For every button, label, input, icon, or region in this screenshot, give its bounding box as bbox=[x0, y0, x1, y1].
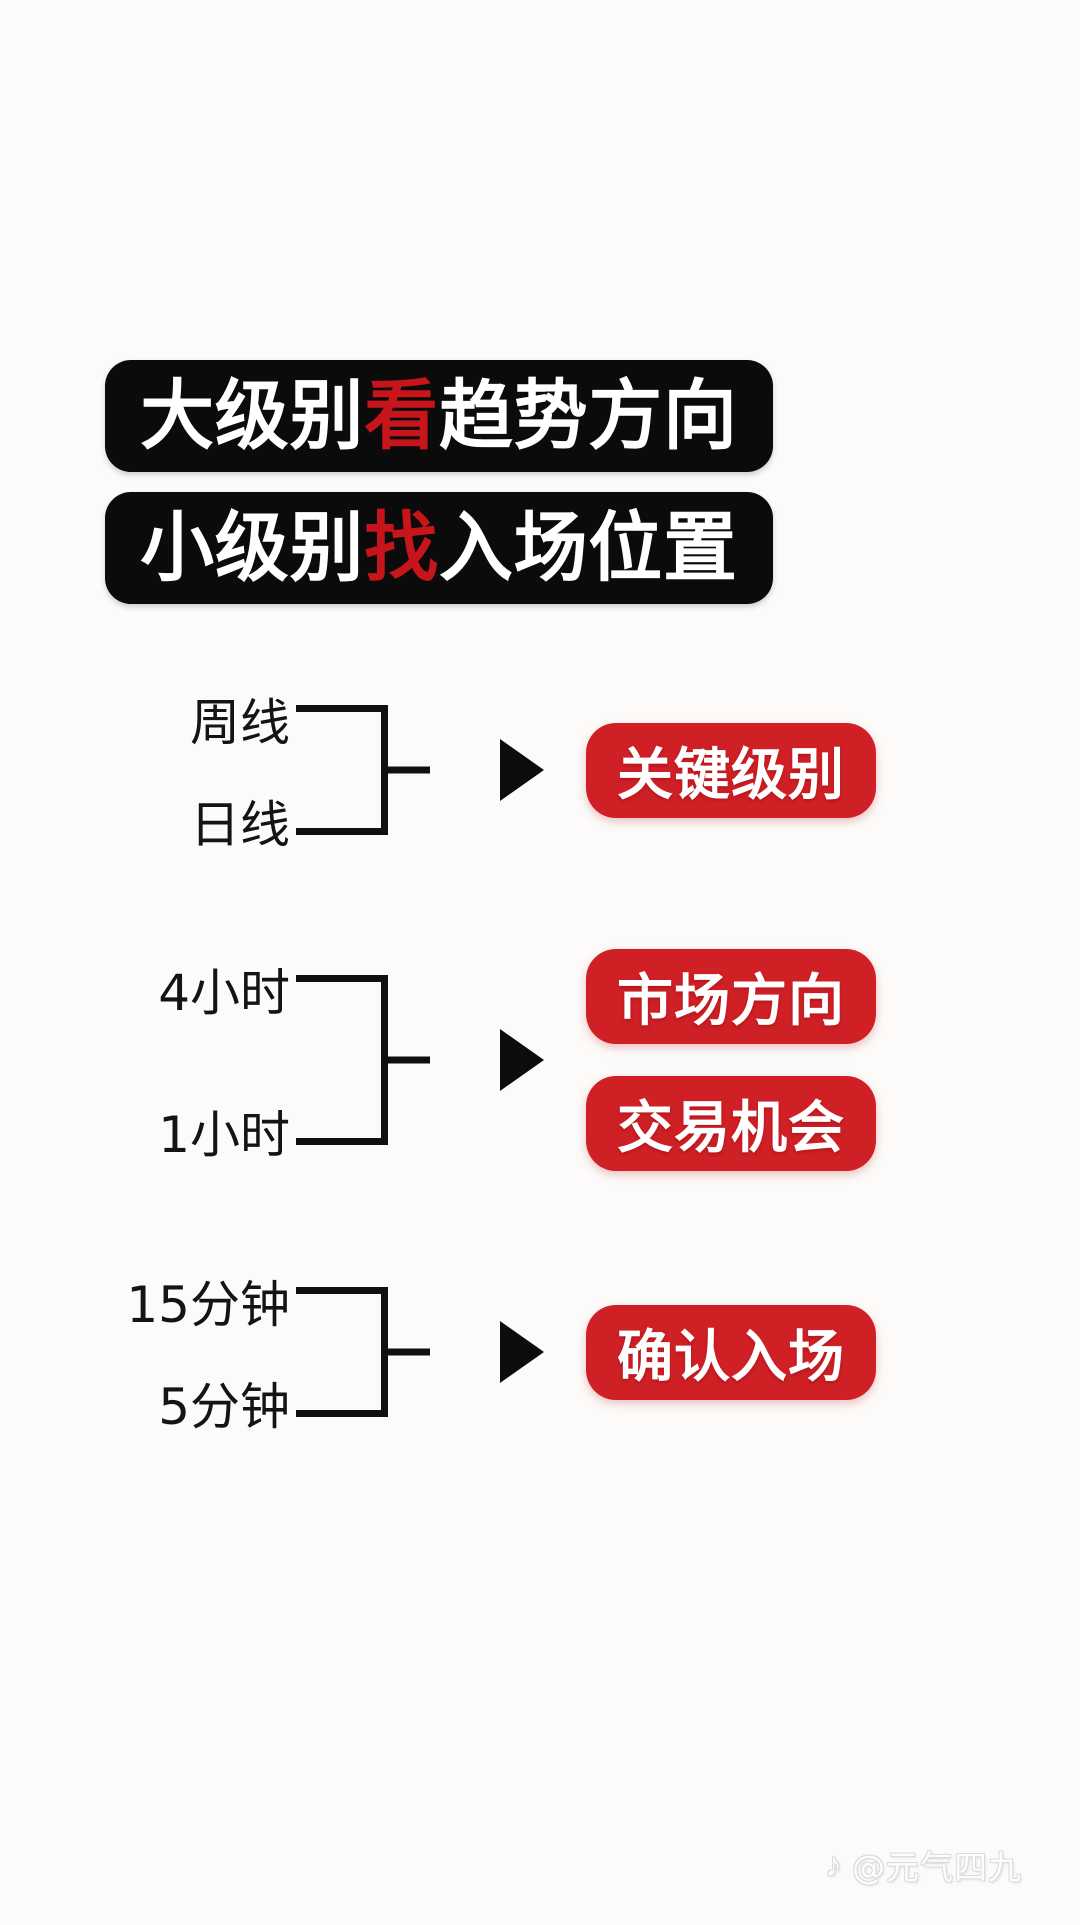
headline-banner-1-part2: 趋势方向 bbox=[439, 371, 738, 460]
outcome-pill-label: 市场方向 bbox=[617, 969, 845, 1034]
headline-banners: 大级别看趋势方向 小级别找入场位置 bbox=[0, 360, 1080, 624]
bracket-stem bbox=[388, 1348, 430, 1356]
headline-banner-2-part2: 入场位置 bbox=[439, 503, 738, 592]
headline-banner-1-highlight: 看 bbox=[364, 371, 439, 460]
headline-banner-1-part1: 大级别 bbox=[140, 371, 365, 460]
outcome-pill-label: 确认入场 bbox=[617, 1324, 845, 1390]
diagram-group-3-timeframes: 15分钟 5分钟 bbox=[0, 1257, 290, 1447]
bracket-connector bbox=[296, 1287, 388, 1417]
diagram-group-2-outcomes: 市场方向 交易机会 bbox=[586, 945, 876, 1175]
outcome-pill: 关键级别 bbox=[586, 722, 876, 818]
outcome-pill-label: 交易机会 bbox=[617, 1096, 845, 1161]
watermark: ♪ @元气四九 bbox=[825, 1841, 1022, 1889]
timeframe-label: 1小时 bbox=[158, 1106, 290, 1164]
triangle-right-icon bbox=[500, 1029, 544, 1091]
music-note-icon: ♪ bbox=[825, 1846, 842, 1884]
bracket-connector bbox=[296, 705, 388, 835]
diagram-group-3: 15分钟 5分钟 确认入场 bbox=[0, 1257, 1080, 1447]
headline-banner-2-part1: 小级别 bbox=[140, 503, 365, 592]
diagram-group-2: 4小时 1小时 市场方向 交易机会 bbox=[0, 945, 1080, 1175]
outcome-pill: 市场方向 bbox=[586, 949, 876, 1044]
timeframe-label: 日线 bbox=[190, 796, 290, 854]
outcome-pill: 确认入场 bbox=[586, 1304, 876, 1400]
headline-banner-2-highlight: 找 bbox=[364, 503, 439, 592]
bracket-connector bbox=[296, 975, 388, 1145]
bracket-stem bbox=[388, 766, 430, 774]
outcome-pill-label: 关键级别 bbox=[617, 742, 845, 808]
triangle-right-icon bbox=[500, 739, 544, 801]
timeframe-label: 周线 bbox=[190, 694, 290, 752]
headline-banner-1: 大级别看趋势方向 bbox=[105, 360, 773, 472]
diagram-group-1-outcomes: 关键级别 bbox=[586, 675, 876, 865]
outcome-pill: 交易机会 bbox=[586, 1076, 876, 1171]
timeframe-label: 4小时 bbox=[158, 964, 290, 1022]
headline-banner-2: 小级别找入场位置 bbox=[105, 492, 773, 604]
headline-banner-1-text: 大级别看趋势方向 bbox=[140, 378, 738, 454]
triangle-right-icon bbox=[500, 1321, 544, 1383]
diagram-group-1-timeframes: 周线 日线 bbox=[0, 675, 290, 865]
timeframe-label: 15分钟 bbox=[126, 1276, 290, 1334]
timeframe-label: 5分钟 bbox=[158, 1378, 290, 1436]
diagram-group-2-timeframes: 4小时 1小时 bbox=[0, 945, 290, 1175]
bracket-stem bbox=[388, 1056, 430, 1064]
timeframe-diagram: 周线 日线 关键级别 4小时 1小时 市场方向 bbox=[0, 650, 1080, 1447]
watermark-handle: @元气四九 bbox=[852, 1848, 1022, 1887]
diagram-group-3-outcomes: 确认入场 bbox=[586, 1257, 876, 1447]
headline-banner-2-text: 小级别找入场位置 bbox=[140, 510, 738, 586]
diagram-group-1: 周线 日线 关键级别 bbox=[0, 675, 1080, 865]
